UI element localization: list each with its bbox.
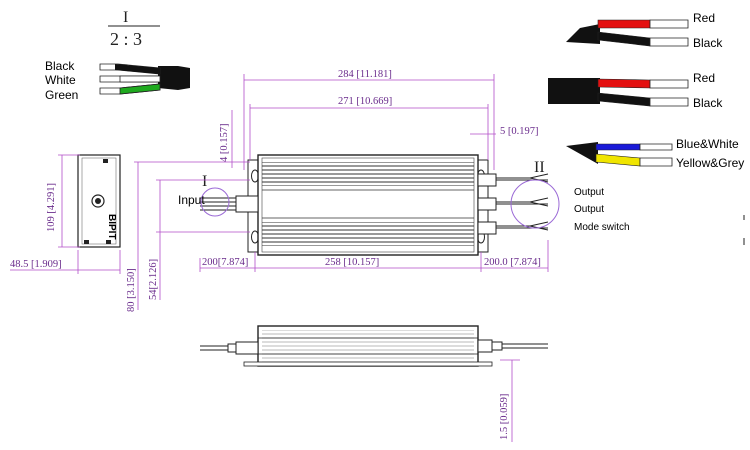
- ratio-denominator: 2 : 3: [110, 29, 142, 49]
- dim-overall-length: 284 [11.181]: [338, 69, 392, 80]
- wire-label-blue-white: Blue&White: [676, 137, 739, 151]
- dim-input-lead: 200[7.874]: [202, 257, 248, 268]
- ratio-numerator: I: [123, 9, 128, 26]
- detail-I-label: I: [202, 173, 207, 190]
- end-logo-text: BIPIT: [106, 214, 117, 240]
- detail-circle-II: [510, 179, 560, 229]
- dim-tab-height: 4 [0.157]: [219, 124, 230, 163]
- wire-label-black: Black: [45, 59, 75, 73]
- end-view: BIPIT: [77, 154, 121, 248]
- dim-body-length: 271 [10.669]: [338, 96, 392, 107]
- wire-label-green: Green: [45, 88, 78, 102]
- side-view: [200, 325, 548, 367]
- wire-label-black-b: Black: [693, 96, 723, 110]
- top-view-body: [235, 154, 497, 256]
- scale-ratio: I 2 : 3: [108, 9, 160, 49]
- dim-mount-spacing: 258 [10.157]: [325, 257, 379, 268]
- dim-tab-offset: 5 [0.197]: [500, 126, 539, 137]
- mode-switch-label: Mode switch: [574, 222, 630, 233]
- output-cable-legend-a: Red Black: [566, 11, 723, 50]
- wire-label-black-a: Black: [693, 36, 723, 50]
- dim-thickness: 1.5 [0.059]: [499, 394, 510, 440]
- wire-label-red-a: Red: [693, 11, 715, 25]
- wire-label-white: White: [45, 73, 76, 87]
- input-label: Input: [178, 193, 205, 207]
- dim-end-width: 48.5 [1.909]: [10, 259, 62, 270]
- control-cable-legend: Blue&White Yellow&Grey: [566, 137, 744, 170]
- dim-height-54: 54[2.126]: [148, 259, 159, 300]
- output-label-1: Output: [574, 187, 604, 198]
- dim-output-lead: 200.0 [7.874]: [484, 257, 541, 268]
- input-cable-legend: Black White Green: [45, 59, 190, 102]
- output-label-2: Output: [574, 204, 604, 215]
- input-leads: Input I: [178, 173, 236, 217]
- detail-circle-I: [200, 187, 230, 217]
- dimension-lines: 284 [11.181] 271 [10.669] 5 [0.197] 4 [0…: [10, 69, 549, 442]
- dim-end-height: 109 [4.291]: [46, 183, 57, 232]
- output-leads: II Output Output Mode switch: [496, 159, 630, 233]
- wire-label-yellow-grey: Yellow&Grey: [676, 156, 744, 170]
- wire-label-red-b: Red: [693, 71, 715, 85]
- dim-height-80: 80 [3.150]: [126, 268, 137, 312]
- detail-II-label: II: [534, 159, 545, 176]
- output-cable-legend-b: Red Black: [548, 71, 723, 110]
